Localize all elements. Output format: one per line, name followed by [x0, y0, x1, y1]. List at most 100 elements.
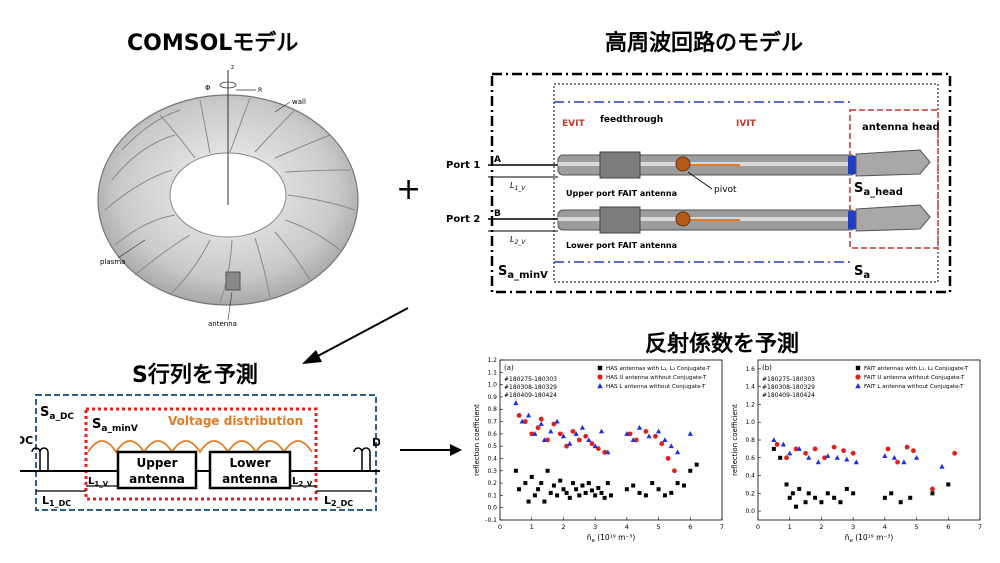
data-point-square: [551, 483, 556, 488]
x-axis-label: n̄e (10¹⁹ m⁻³): [845, 533, 894, 544]
data-point-triangle: [834, 454, 840, 460]
data-point-square: [946, 482, 951, 487]
shot-range-label: #180275-180303: [504, 376, 557, 383]
data-point-triangle: [662, 437, 668, 442]
data-point-square: [513, 468, 518, 473]
data-point-circle: [822, 455, 827, 461]
voltage-wave: [87, 440, 313, 454]
sadc-label: Sa_DC: [40, 405, 74, 422]
data-point-circle: [570, 428, 576, 434]
data-point-triangle: [675, 449, 681, 455]
shot-range-label: #180409-180424: [762, 392, 815, 399]
line-b-label: B: [494, 209, 501, 219]
voltage-distribution-label: Voltage distribution: [168, 414, 303, 428]
data-point-triangle: [513, 400, 519, 406]
x-tick-label: 4: [883, 523, 887, 531]
data-point-square: [819, 500, 824, 505]
y-tick-label: 0.4: [487, 455, 497, 462]
data-point-square: [545, 468, 550, 473]
data-point-square: [898, 500, 903, 505]
legend-entry: FAIT L antenna without Conjugate-T: [864, 384, 964, 390]
data-point-triangle: [538, 421, 544, 426]
data-point-square: [561, 487, 566, 492]
legend-entry: HAS L antenna without Conjugate-T: [606, 384, 706, 390]
y-tick-label: 0.0: [745, 508, 755, 515]
data-point-square: [838, 500, 843, 505]
data-point-circle: [803, 450, 808, 456]
data-point-square: [844, 486, 849, 491]
torus-coils: [104, 97, 356, 304]
data-point-triangle: [605, 449, 611, 455]
data-point-circle: [841, 448, 847, 454]
shot-range-label: #180308-180329: [762, 384, 815, 391]
x-tick-label: 7: [720, 523, 724, 531]
z-label: z: [231, 64, 234, 71]
wall-label: wall: [292, 98, 306, 106]
l1v-label: L1_V: [510, 181, 526, 192]
feedthrough-label: feedthrough: [600, 115, 663, 125]
y-tick-label: 0.6: [487, 431, 497, 438]
data-point-triangle: [646, 433, 652, 439]
data-point-square: [637, 490, 642, 495]
upper-antenna-line2: antenna: [129, 472, 185, 486]
outer-dash-dot-box: [490, 72, 952, 294]
shot-range-label: #180308-180329: [504, 384, 557, 391]
s-matrix-circuit: Sa_DC Sa_minV Voltage distribution Upper…: [20, 394, 380, 511]
y-tick-label: 1.2: [487, 357, 497, 364]
data-point-square: [555, 493, 560, 498]
x-tick-label: 4: [625, 523, 629, 531]
y-axis-label: reflection coefficient: [731, 404, 739, 476]
pivot-label: pivot: [714, 185, 737, 195]
data-point-square: [908, 495, 913, 500]
data-point-square: [650, 481, 655, 486]
lower-antenna-line2: antenna: [222, 472, 278, 486]
legend-entry: FAIT antennas with L₁, L₂ Conjugate-T: [864, 366, 969, 372]
data-point-square: [688, 468, 693, 473]
data-point-circle: [538, 416, 544, 422]
y-tick-label: 1.2: [745, 401, 755, 408]
data-point-circle: [885, 446, 891, 452]
rf-circuit-model-title: 高周波回路のモデル: [605, 31, 804, 56]
data-point-triangle: [573, 431, 579, 436]
data-point-square: [794, 504, 799, 509]
data-point-square: [806, 491, 811, 496]
data-point-circle: [665, 456, 671, 461]
data-point-triangle: [901, 459, 907, 465]
data-point-square: [564, 490, 569, 495]
data-point-circle: [672, 468, 677, 474]
data-point-square: [523, 481, 528, 486]
x-tick-label: 1: [530, 523, 534, 531]
data-point-circle: [557, 431, 563, 437]
data-point-triangle: [939, 463, 945, 469]
data-point-square: [517, 487, 522, 492]
port2-label: Port 2: [446, 214, 480, 225]
plot-frame: [499, 359, 723, 521]
l1dc-label: L1_DC: [42, 494, 71, 508]
data-point-square: [548, 490, 553, 495]
data-point-circle: [904, 444, 910, 450]
data-point-square: [596, 486, 601, 490]
data-point-triangle: [560, 433, 567, 439]
data-point-square: [631, 483, 636, 488]
data-point-square: [529, 474, 534, 479]
data-point-square: [851, 491, 856, 496]
shot-range-label: #180409-180424: [504, 392, 557, 399]
y-axis-label: reflection coefficient: [473, 404, 481, 476]
data-point-square: [599, 490, 604, 495]
l1v-s-label: L1_V: [88, 476, 109, 488]
data-point-circle: [516, 412, 522, 418]
y-tick-label: 0.8: [745, 437, 755, 444]
s-a-minv-label: Sa_minV: [498, 264, 548, 281]
data-point-square: [526, 499, 531, 504]
x-axis-label: n̄e (10¹⁹ m⁻³): [587, 533, 636, 544]
dc-stub-right: [353, 447, 371, 470]
data-point-square: [855, 365, 861, 371]
data-point-square: [694, 462, 699, 467]
data-point-circle: [855, 374, 861, 380]
data-point-circle: [597, 374, 603, 380]
dc-right-label: DC: [372, 436, 380, 449]
r-label: R: [258, 87, 262, 94]
data-point-square: [536, 487, 541, 492]
sadc-box: [35, 394, 377, 511]
legend-entry: HAS U antenna without Conjugate-T: [606, 375, 707, 381]
